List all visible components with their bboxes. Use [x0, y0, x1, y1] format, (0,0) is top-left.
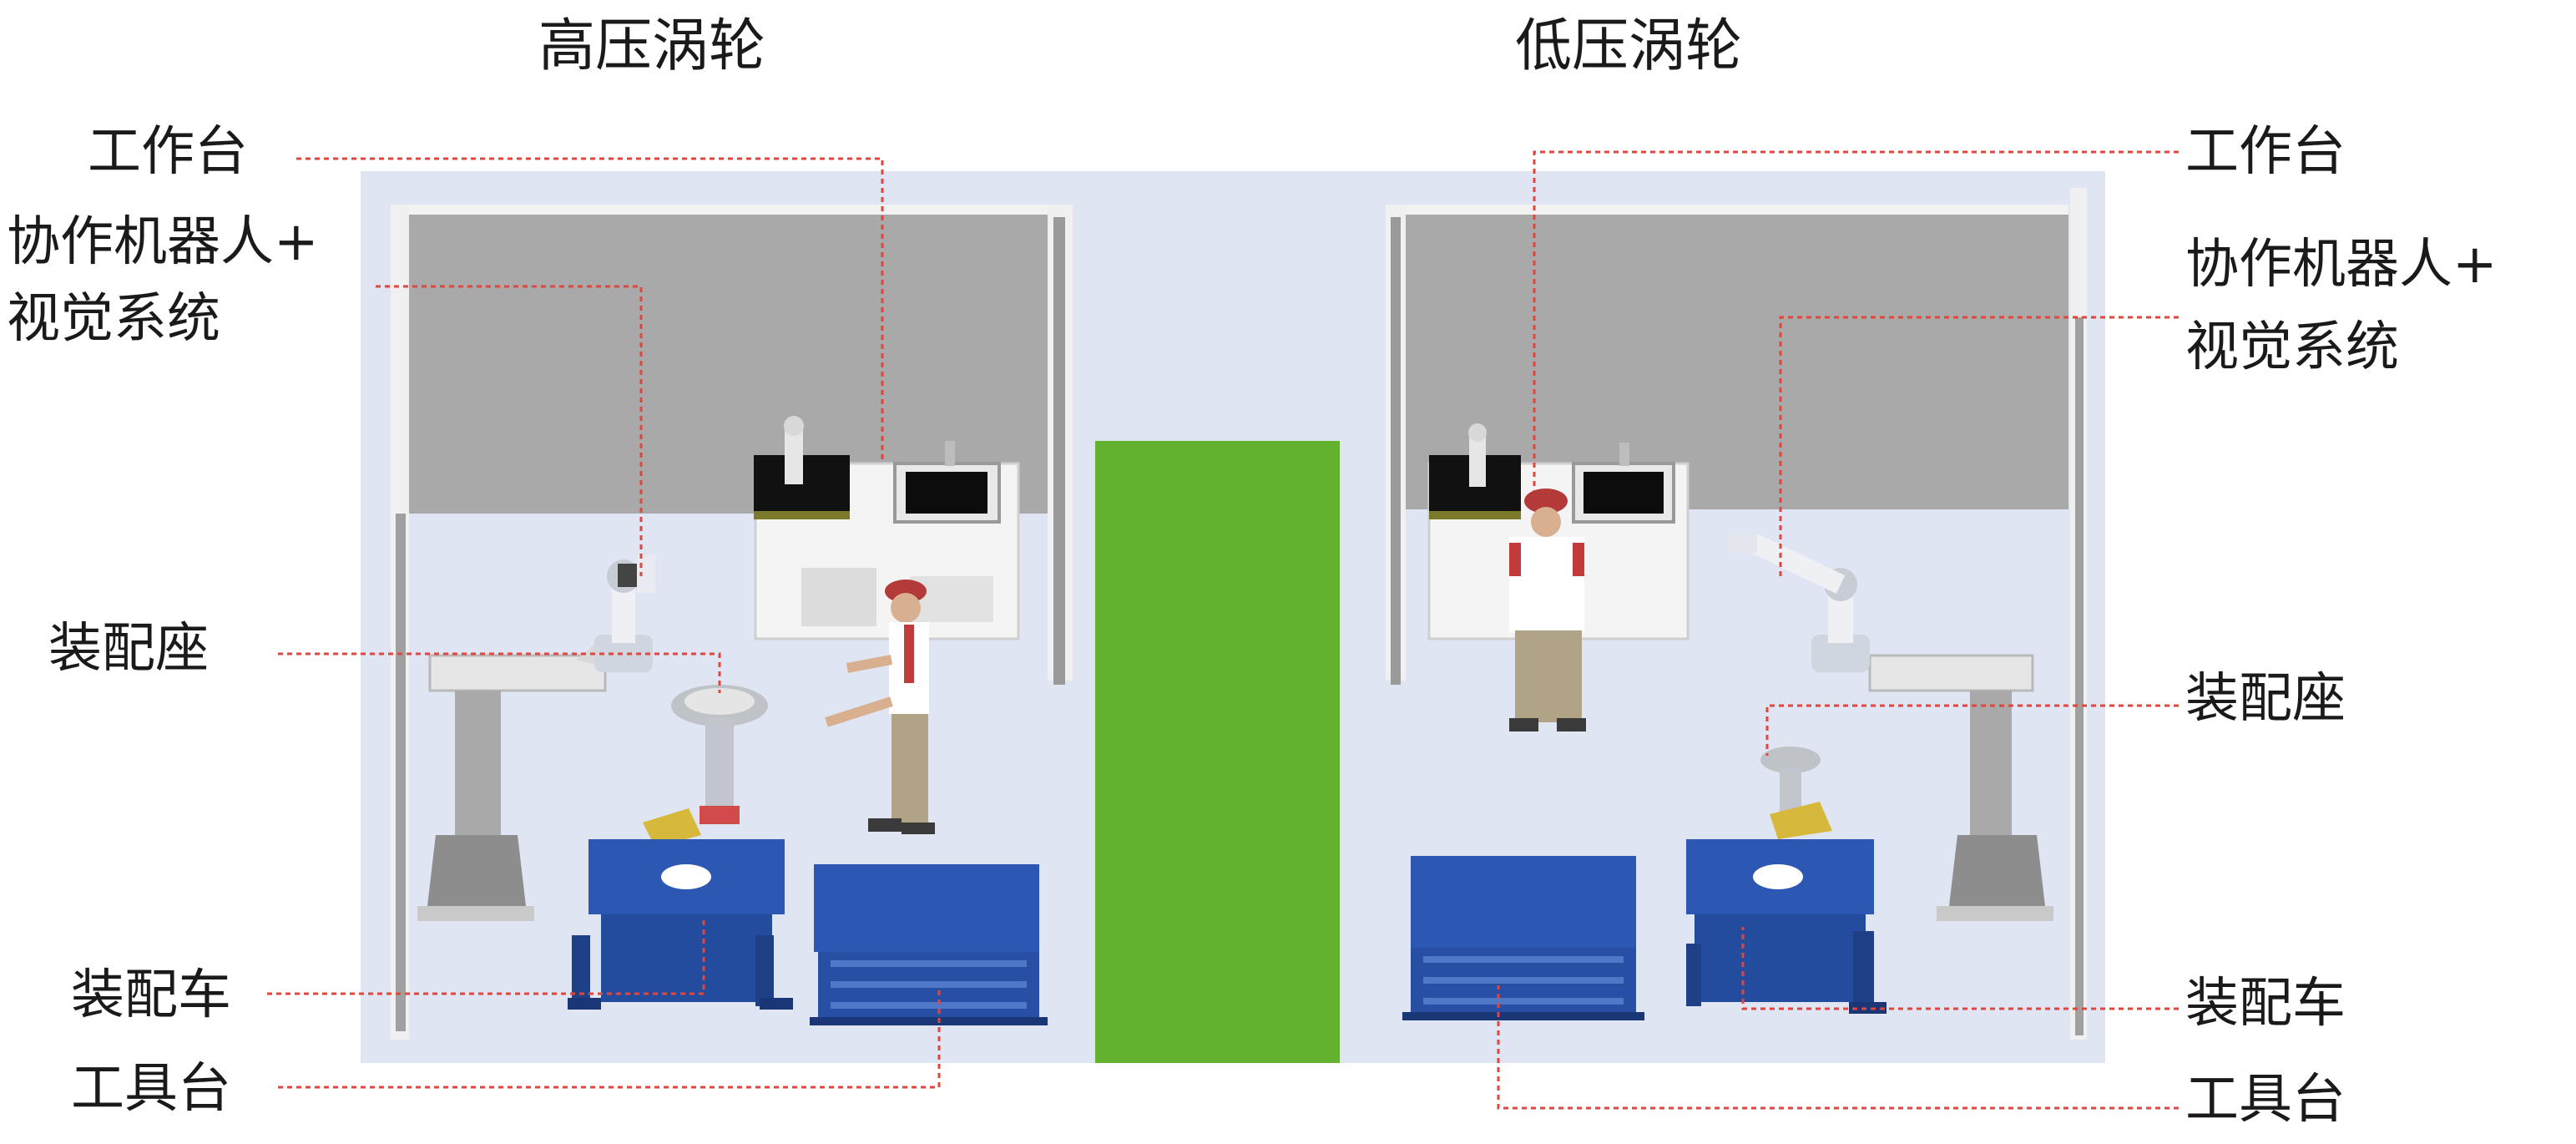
left-tool-table — [810, 864, 1048, 1025]
left-assembly-cart — [568, 839, 793, 1010]
green-aisle — [1095, 441, 1340, 1063]
right-assembly-cart — [1686, 839, 1887, 1014]
right-tool-table — [1402, 856, 1644, 1020]
